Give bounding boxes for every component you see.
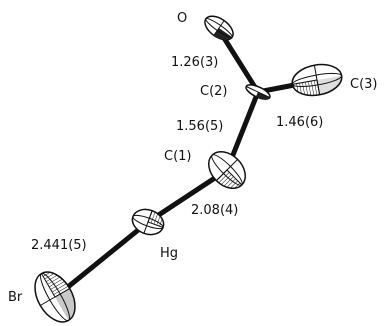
atom-c1-ellipsoid	[208, 151, 246, 189]
atom-label-hg: Hg	[160, 246, 178, 261]
bond-length-hg-c1: 2.08(4)	[191, 203, 238, 218]
atom-o-ellipsoid	[204, 15, 234, 41]
atom-label-o: O	[177, 11, 187, 26]
bond-br-hg	[55, 219, 151, 298]
bond-length-c1-c2: 1.56(5)	[176, 119, 223, 134]
atom-label-c3: C(3)	[350, 77, 378, 92]
bond-length-c2-o: 1.26(3)	[171, 55, 218, 70]
bond-length-c2-c3: 1.46(6)	[276, 115, 323, 130]
bond-length-br-hg: 2.441(5)	[31, 238, 87, 253]
atom-br-ellipsoid	[34, 271, 76, 323]
atom-label-c1: C(1)	[164, 149, 192, 164]
atom-label-br: Br	[8, 290, 23, 305]
atom-label-c2: C(2)	[200, 84, 228, 99]
atom-hg-ellipsoid	[131, 208, 165, 236]
atom-c3-ellipsoid	[291, 63, 343, 97]
atom-c2-ellipsoid	[245, 84, 271, 100]
